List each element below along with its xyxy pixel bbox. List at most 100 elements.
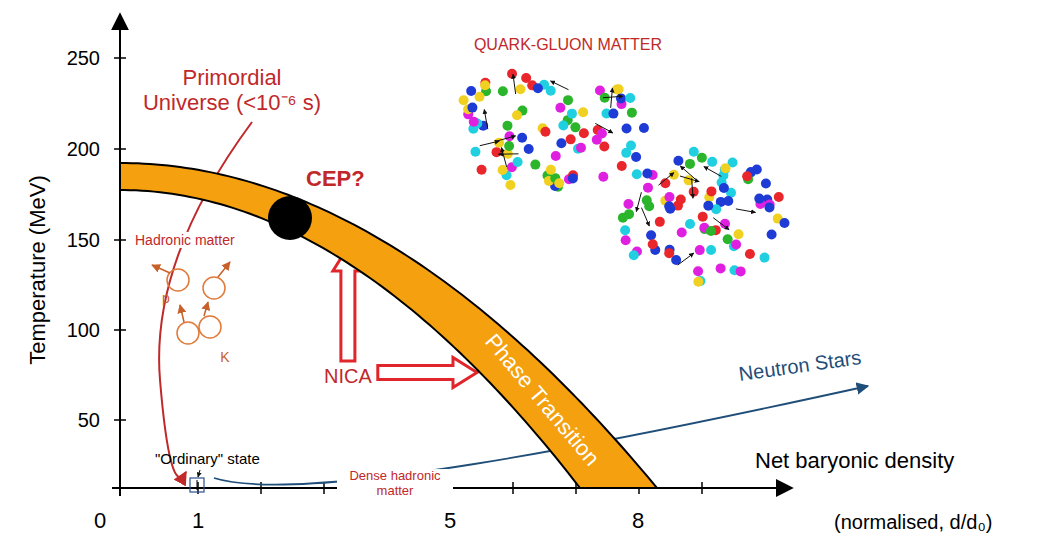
tick-label: 250 bbox=[67, 47, 100, 70]
quark-dot bbox=[706, 226, 716, 236]
momentum-arrow bbox=[692, 178, 693, 198]
quark-dot bbox=[540, 127, 550, 137]
quark-dot bbox=[576, 143, 586, 153]
quark-dot bbox=[533, 83, 543, 93]
quark-dot bbox=[467, 103, 477, 113]
region-label: Dense hadronic matter bbox=[337, 469, 453, 499]
tick-label: 200 bbox=[67, 138, 100, 161]
momentum-arrow bbox=[713, 218, 729, 230]
quark-dot bbox=[466, 86, 476, 96]
momentum-arrow bbox=[603, 96, 623, 97]
particle-label: K bbox=[220, 349, 229, 365]
quark-dot bbox=[723, 234, 733, 244]
momentum-arrow bbox=[704, 167, 721, 177]
facility-name: NICA bbox=[322, 364, 374, 389]
quark-dot bbox=[554, 178, 564, 188]
hadron-particles bbox=[167, 269, 225, 344]
quark-dot bbox=[620, 225, 630, 235]
momentum-arrow bbox=[595, 123, 613, 133]
momentum-arrow bbox=[678, 253, 694, 265]
critical-end-point: CEP? bbox=[266, 166, 384, 242]
quark-dot bbox=[706, 245, 716, 255]
band-label: Phase Transition bbox=[479, 329, 604, 471]
momentum-arrow bbox=[611, 88, 613, 108]
momentum-arrow bbox=[636, 192, 641, 211]
quark-dot bbox=[639, 123, 649, 133]
quark-dot bbox=[621, 235, 631, 245]
quark-dot bbox=[546, 165, 556, 175]
quark-dot bbox=[693, 277, 703, 287]
quark-dot bbox=[646, 230, 656, 240]
momentum-arrow bbox=[680, 176, 699, 182]
ordinary-state-tick bbox=[197, 480, 198, 490]
quark-dot bbox=[669, 170, 679, 180]
block-arrow bbox=[378, 358, 477, 388]
quark-dot bbox=[568, 173, 578, 183]
momentum-arrow bbox=[551, 81, 569, 90]
band-outline bbox=[120, 163, 657, 488]
quark-dot bbox=[474, 92, 484, 102]
ordinary-state-pointer bbox=[198, 470, 200, 477]
quark-dot bbox=[627, 108, 637, 118]
facility-label: NICA bbox=[322, 364, 374, 389]
region-title: QUARK-GLUON MATTER bbox=[474, 36, 662, 54]
cep-dot bbox=[268, 196, 312, 240]
quark-dot bbox=[689, 147, 699, 157]
quark-dot bbox=[664, 248, 674, 258]
ordinary-state-marker bbox=[190, 478, 204, 492]
quark-dot bbox=[736, 266, 746, 276]
quark-dot bbox=[459, 95, 469, 105]
state-label: "Ordinary" state bbox=[155, 450, 260, 467]
quark-dot bbox=[608, 109, 618, 119]
quark-dot bbox=[685, 219, 695, 229]
quark-dot bbox=[648, 239, 658, 249]
quark-dot bbox=[742, 171, 752, 181]
quark-dot bbox=[513, 157, 523, 167]
quark-dot bbox=[642, 195, 652, 205]
momentum-arrow bbox=[736, 209, 756, 213]
quark-dot bbox=[693, 266, 703, 276]
quark-dot bbox=[502, 121, 512, 131]
momentum-arrow bbox=[513, 74, 516, 94]
quark-dot bbox=[677, 227, 687, 237]
quark-dot bbox=[617, 161, 627, 171]
quark-dot bbox=[721, 163, 731, 173]
quark-dot bbox=[469, 117, 479, 127]
quark-dot bbox=[673, 156, 683, 166]
quark-dot bbox=[695, 245, 705, 255]
momentum-arrow bbox=[496, 136, 515, 141]
quark-dot bbox=[643, 183, 653, 193]
quark-dot bbox=[707, 157, 717, 167]
quark-dot bbox=[616, 93, 626, 103]
quark-dot bbox=[685, 159, 695, 169]
quark-dot bbox=[703, 201, 713, 211]
quark-dot bbox=[664, 192, 674, 202]
quark-dot bbox=[625, 93, 635, 103]
tick-label: 8 bbox=[632, 508, 644, 533]
quark-dot bbox=[623, 199, 633, 209]
quark-dot bbox=[745, 249, 755, 259]
point-label: CEP? bbox=[306, 166, 365, 192]
quark-dot bbox=[676, 194, 686, 204]
region-label: Hadronic matter bbox=[133, 232, 237, 248]
quark-dot bbox=[624, 209, 634, 219]
quark-dot bbox=[567, 109, 577, 119]
quark-dot bbox=[764, 203, 774, 213]
quark-dot bbox=[642, 168, 652, 178]
hadron-arrows bbox=[152, 262, 230, 322]
tick-label: 50 bbox=[78, 409, 100, 432]
quark-dot bbox=[480, 80, 490, 90]
quark-dot bbox=[774, 192, 784, 202]
quark-dot bbox=[578, 107, 588, 117]
momentum-arrow bbox=[641, 208, 649, 226]
quark-dot bbox=[555, 103, 565, 113]
quark-dot bbox=[563, 95, 573, 105]
quark-dot bbox=[470, 147, 480, 157]
y-ticks bbox=[114, 58, 126, 420]
momentum-arrow bbox=[499, 153, 519, 154]
quark-dot bbox=[598, 172, 608, 182]
quark-dot bbox=[706, 186, 716, 196]
quark-dot bbox=[579, 128, 589, 138]
quark-dot bbox=[760, 253, 770, 263]
